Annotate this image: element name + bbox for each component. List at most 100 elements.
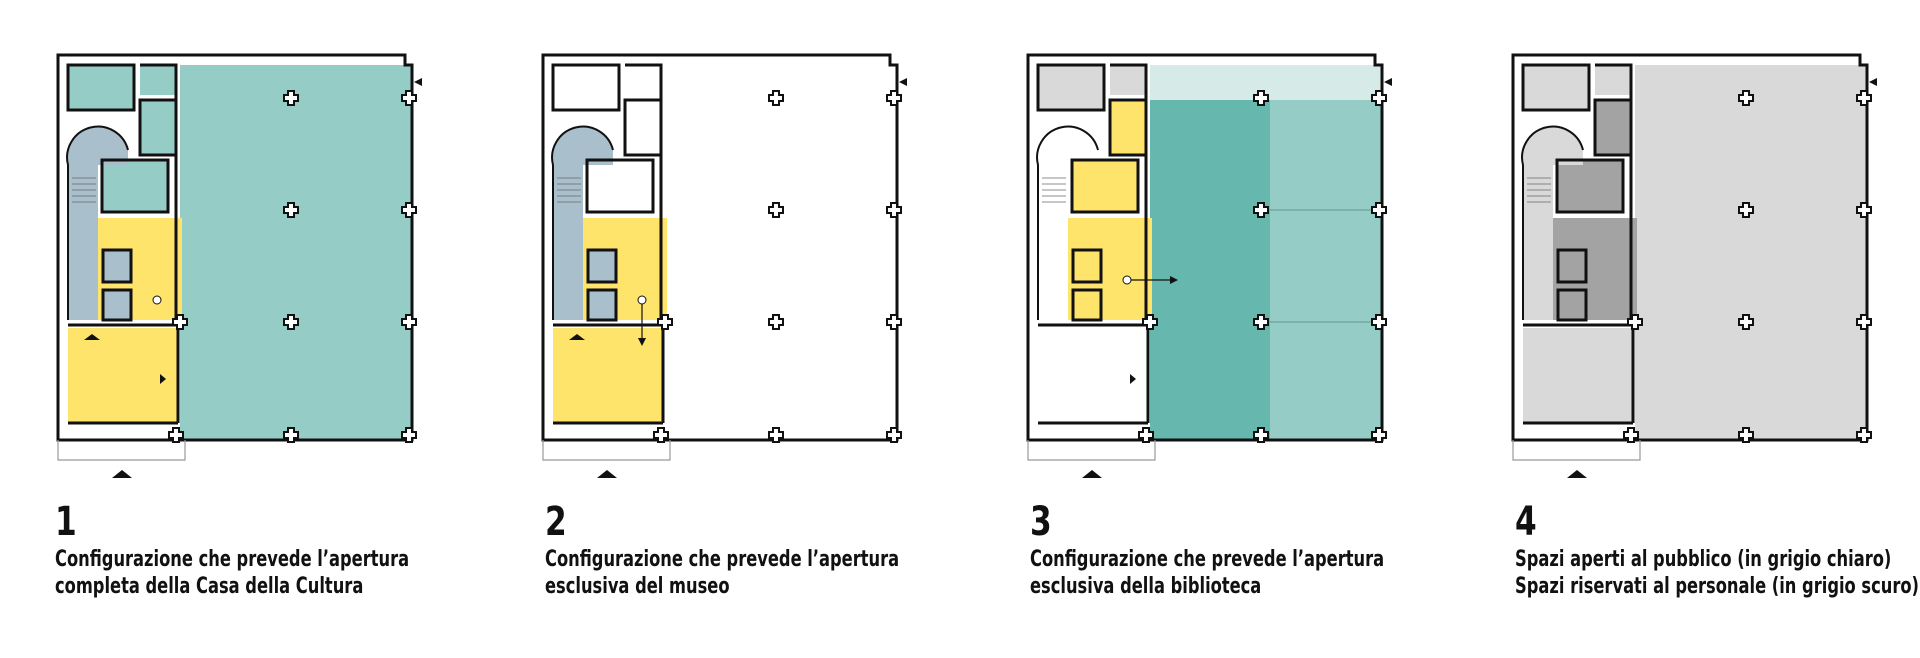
column [1623, 427, 1639, 443]
column [283, 202, 299, 218]
square-room-zone [1557, 160, 1623, 212]
plan-panel-4: 4 Spazi aperti al pubblico (in grigio ch… [1455, 0, 1919, 658]
hall-right-zone [1270, 100, 1382, 440]
column [1371, 90, 1387, 106]
terrace-outline [1512, 440, 1641, 461]
column [886, 90, 902, 106]
caption-4: 4 Spazi aperti al pubblico (in grigio ch… [1515, 498, 1920, 600]
stair-outline [551, 125, 614, 320]
entry-arrow-right [899, 78, 907, 86]
stair-zone [67, 126, 128, 320]
main-entrance-arrow [112, 470, 132, 478]
top-left-room-zone [68, 65, 134, 110]
column [1738, 314, 1754, 330]
stair-arrow [84, 334, 100, 340]
caption-line-1: Configurazione che prevede l’apertura [1030, 547, 1385, 572]
column [1253, 314, 1269, 330]
column [1253, 90, 1269, 106]
interior-wall [101, 248, 133, 284]
interior-wall [1110, 63, 1148, 95]
interior-wall [1071, 288, 1103, 322]
main-entrance-arrow [1567, 470, 1587, 478]
small-room-zone [1073, 250, 1101, 282]
column [283, 90, 299, 106]
interior-wall [551, 63, 621, 112]
flow-arrow-head [638, 338, 646, 346]
small-room-zone [1073, 290, 1101, 320]
column [1856, 90, 1872, 106]
column [401, 427, 417, 443]
entrance-zone [553, 328, 663, 423]
column [1738, 202, 1754, 218]
hall-zone [1635, 65, 1867, 440]
caption-line-2: Spazi riservati al personale (in grigio … [1515, 574, 1920, 599]
interior-wall [1521, 63, 1591, 112]
upper-room-zone [1110, 100, 1146, 155]
top-mid-room-zone [1595, 65, 1631, 95]
column [1856, 202, 1872, 218]
caption-line-2: esclusiva della biblioteca [1030, 574, 1262, 599]
small-room-zone [1558, 290, 1586, 320]
terrace-outline [57, 440, 186, 461]
entry-arrow-right [414, 78, 422, 86]
entrance-zone [68, 328, 178, 423]
column [886, 427, 902, 443]
column [283, 314, 299, 330]
upper-room-zone [1595, 100, 1631, 155]
caption-1: 1 Configurazione che prevede l’apertura … [55, 498, 475, 600]
small-room-zone [588, 290, 616, 320]
interior-wall [1556, 288, 1588, 322]
hall-zone [180, 65, 412, 440]
column [768, 427, 784, 443]
column [401, 202, 417, 218]
interior-wall [1595, 63, 1633, 95]
caption-line-1: Configurazione che prevede l’apertura [55, 547, 410, 572]
column [401, 314, 417, 330]
column [886, 314, 902, 330]
small-room-zone [588, 250, 616, 282]
floor-plan-3 [1026, 53, 1392, 478]
column [1627, 314, 1643, 330]
floor-plan-1 [56, 53, 422, 478]
column [1142, 314, 1158, 330]
column [283, 427, 299, 443]
entrance-arrow [1130, 374, 1136, 384]
interior-wall [100, 158, 170, 214]
column [1371, 314, 1387, 330]
interior-wall [101, 288, 133, 322]
flow-arrow-head [1170, 276, 1178, 284]
hall-left-zone [1150, 100, 1270, 440]
interior-wall [1555, 158, 1625, 214]
column [1371, 202, 1387, 218]
top-left-room-zone [1523, 65, 1589, 110]
floor-plan-2 [541, 53, 907, 478]
interior-wall [1070, 158, 1140, 214]
column [1856, 314, 1872, 330]
main-entrance-arrow [1082, 470, 1102, 478]
stair-arrow [569, 334, 585, 340]
top-left-room-zone [1038, 65, 1104, 110]
stair-zone [552, 126, 613, 320]
column [768, 90, 784, 106]
column [168, 427, 184, 443]
column [1738, 90, 1754, 106]
column [1138, 427, 1154, 443]
entrance-arrow [160, 374, 166, 384]
caption-line-1: Spazi aperti al pubblico (in grigio chia… [1515, 547, 1892, 572]
small-room-zone [1558, 250, 1586, 282]
floor-plan-4 [1511, 53, 1877, 478]
flow-origin [637, 295, 647, 305]
caption-line-2: esclusiva del museo [545, 574, 730, 599]
small-room-zone [103, 250, 131, 282]
column [768, 314, 784, 330]
interior-wall [66, 63, 136, 112]
terrace-outline [1027, 440, 1156, 461]
small-room-zone [103, 290, 131, 320]
column [768, 202, 784, 218]
column [1738, 427, 1754, 443]
interior-wall [625, 63, 663, 95]
caption-line-1: Configurazione che prevede l’apertura [545, 547, 900, 572]
stair-zone [1522, 126, 1583, 320]
column [653, 427, 669, 443]
column [172, 314, 188, 330]
